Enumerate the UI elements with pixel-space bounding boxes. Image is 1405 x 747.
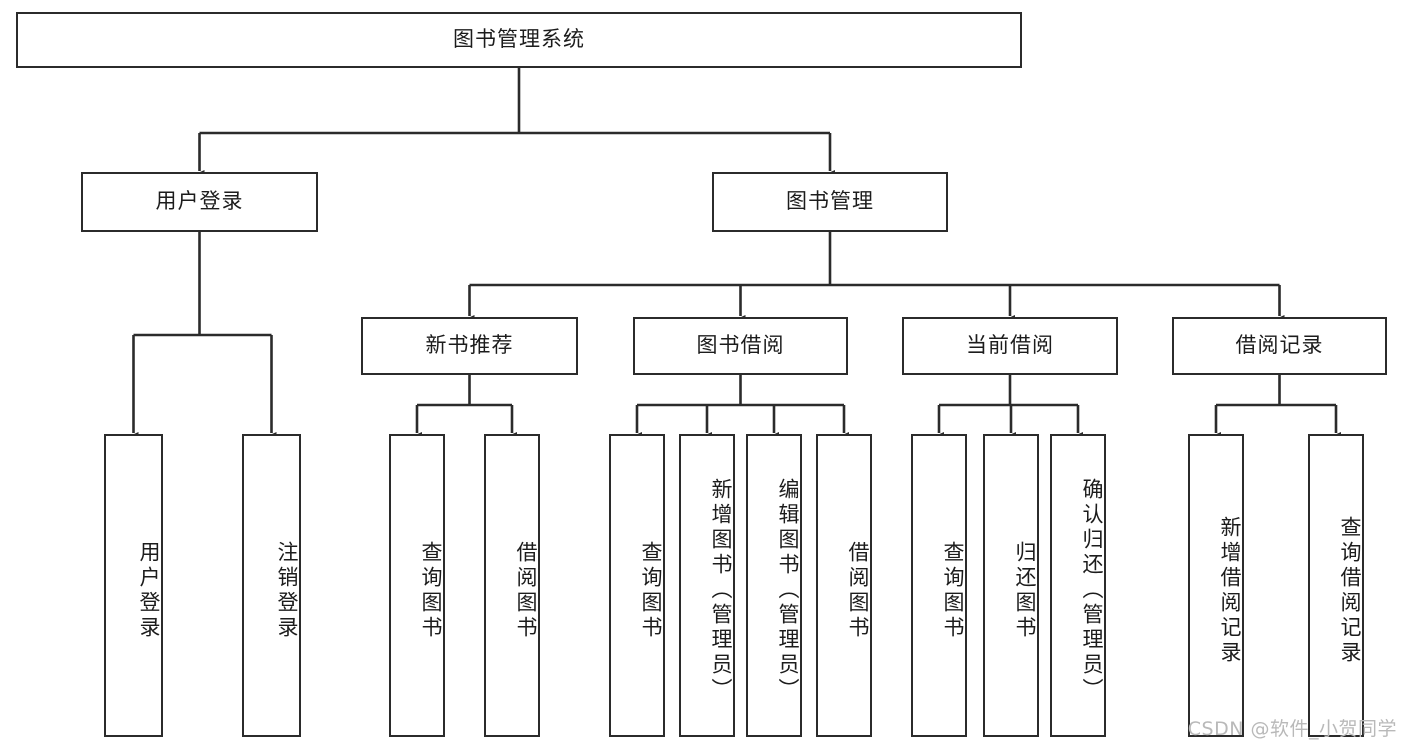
node-label: 图书借阅 — [696, 333, 785, 358]
node-leaf-rec-borrow[interactable]: 借阅图书 — [484, 434, 540, 737]
edge-layer — [128, 68, 1341, 441]
node-leaf-rec-query[interactable]: 查询图书 — [389, 434, 445, 737]
node-book-manage[interactable]: 图书管理 — [712, 172, 948, 232]
node-label: 归还图书 — [1013, 540, 1037, 641]
node-label: 用户登录 — [137, 540, 161, 641]
node-label: 图书管理 — [786, 189, 874, 214]
watermark-text: CSDN @软件_小贺同学 — [1187, 718, 1397, 740]
node-current-borrow[interactable]: 当前借阅 — [902, 317, 1118, 375]
node-leaf-br-query[interactable]: 查询借阅记录 — [1308, 434, 1364, 737]
node-root[interactable]: 图书管理系统 — [16, 12, 1022, 68]
node-leaf-br-add[interactable]: 新增借阅记录 — [1188, 434, 1244, 737]
node-label: 确认归还（管理员） — [1080, 478, 1104, 703]
node-label: 编辑图书（管理员） — [776, 478, 800, 703]
node-leaf-user-login[interactable]: 用户登录 — [104, 434, 163, 737]
node-leaf-cb-query[interactable]: 查询图书 — [911, 434, 967, 737]
node-label: 借阅图书 — [846, 540, 870, 641]
node-leaf-bb-query[interactable]: 查询图书 — [609, 434, 665, 737]
node-label: 当前借阅 — [966, 333, 1054, 358]
node-new-book-rec[interactable]: 新书推荐 — [361, 317, 578, 375]
node-label: 注销登录 — [275, 540, 299, 641]
node-leaf-bb-edit[interactable]: 编辑图书（管理员） — [746, 434, 802, 737]
node-leaf-bb-borrow[interactable]: 借阅图书 — [816, 434, 872, 737]
node-leaf-cb-return[interactable]: 归还图书 — [983, 434, 1039, 737]
node-label: 图书管理系统 — [453, 27, 585, 52]
node-label: 查询图书 — [941, 540, 965, 641]
node-label: 新增借阅记录 — [1218, 515, 1242, 666]
node-label: 新书推荐 — [425, 333, 514, 358]
node-leaf-user-logout[interactable]: 注销登录 — [242, 434, 301, 737]
node-label: 用户登录 — [155, 189, 244, 214]
node-leaf-bb-add[interactable]: 新增图书（管理员） — [679, 434, 735, 737]
node-book-borrow[interactable]: 图书借阅 — [633, 317, 848, 375]
node-label: 借阅记录 — [1235, 333, 1324, 358]
node-user-login[interactable]: 用户登录 — [81, 172, 318, 232]
node-label: 借阅图书 — [514, 540, 538, 641]
node-label: 新增图书（管理员） — [709, 478, 733, 703]
node-borrow-record[interactable]: 借阅记录 — [1172, 317, 1387, 375]
node-leaf-cb-confirm[interactable]: 确认归还（管理员） — [1050, 434, 1106, 737]
node-label: 查询借阅记录 — [1338, 515, 1362, 666]
node-label: 查询图书 — [639, 540, 663, 641]
node-label: 查询图书 — [419, 540, 443, 641]
